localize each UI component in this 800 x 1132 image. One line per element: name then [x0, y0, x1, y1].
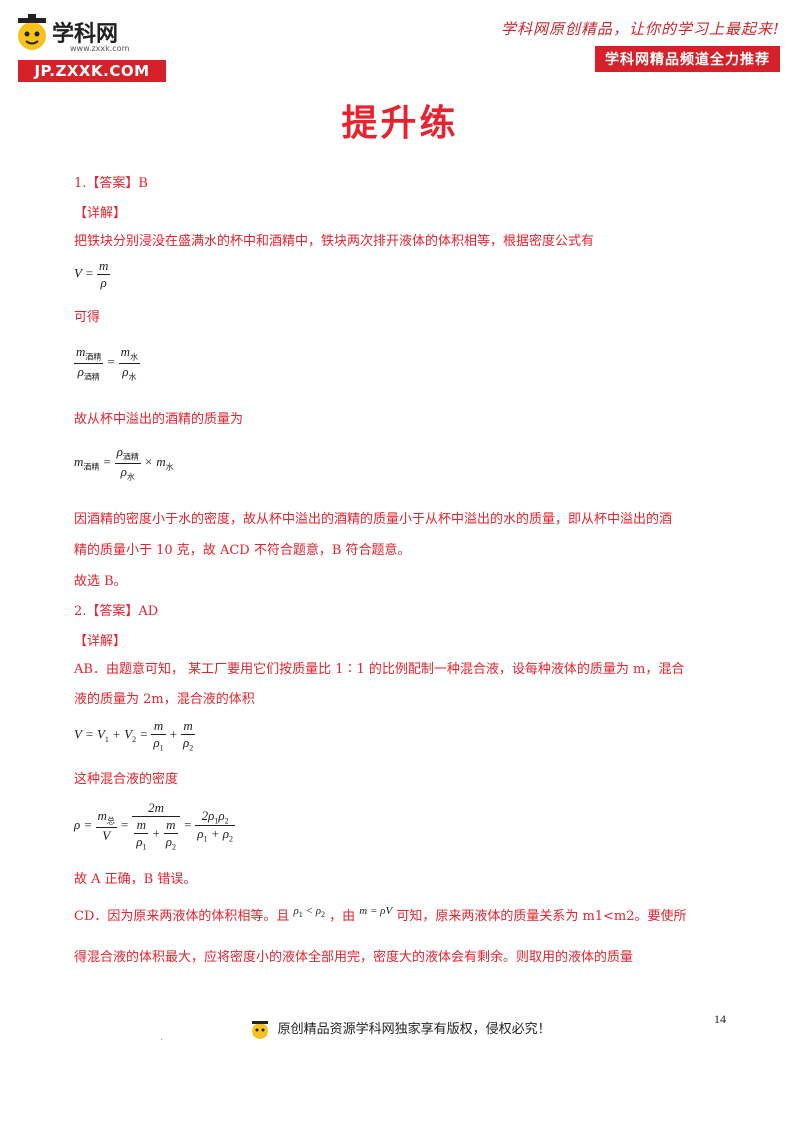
footer: 原创精品资源学科网独家享有版权，侵权必究！ — [0, 1018, 800, 1041]
q1-text-1: 把铁块分别浸没在盛满水的杯中和酒精中，铁块两次排开液体的体积相等，根据密度公式有 — [74, 234, 595, 249]
q1-detail-label: 【详解】 — [74, 206, 127, 221]
q1-text-2: 可得 — [74, 310, 101, 325]
q2-text-1: AB．由题意可知， 某工厂要用它们按质量比 1∶1 的比例配制一种混合液，设每种… — [74, 662, 685, 677]
mascot-icon — [252, 1020, 269, 1039]
footer-dot: . — [160, 1032, 164, 1043]
q1-text-6: 故选 B。 — [74, 574, 127, 589]
q2-text-2: 液的质量为 2m，混合液的体积 — [74, 692, 255, 707]
footer-copyright: 原创精品资源学科网独家享有版权，侵权必究！ — [277, 1022, 551, 1037]
q2-text-4: 故 A 正确，B 错误。 — [74, 872, 197, 887]
q1-text-5: 精的质量小于 10 克，故 ACD 不符合题意，B 符合题意。 — [74, 543, 411, 558]
header-slogan: 学科网原创精品，让你的学习上最起来! — [500, 20, 780, 38]
q2-text-3: 这种混合液的密度 — [74, 772, 179, 787]
logo-text: 学科网 — [52, 22, 119, 47]
site-logo: 学科网 www.zxxk.com JP.ZXXK.COM — [10, 14, 166, 82]
q1-text-4: 因酒精的密度小于水的密度，故从杯中溢出的酒精的质量小于从杯中溢出的水的质量，即从… — [74, 512, 673, 527]
mascot-icon — [18, 14, 46, 50]
q2-answer: 2.【答案】AD — [74, 604, 159, 619]
q2-text-5a: CD．因为原来两液体的体积相等。且 — [74, 909, 290, 924]
page-number: 14 — [714, 1012, 726, 1026]
q2-text-6: 得混合液的体积最大，应将密度小的液体全部用完，密度大的液体会有剩余。则取用的液体… — [74, 950, 634, 965]
q2-inline-mass-formula: m = ρV — [359, 905, 393, 917]
q2-detail-label: 【详解】 — [74, 634, 127, 649]
q1-text-3: 故从杯中溢出的酒精的质量为 — [74, 412, 244, 427]
q2-text-5b: ，由 — [329, 909, 356, 924]
logo-url: www.zxxk.com — [70, 44, 130, 53]
header-promo-badge: 学科网精品频道全力推荐 — [595, 46, 780, 72]
logo-bar: JP.ZXXK.COM — [18, 60, 166, 82]
q1-answer: 1.【答案】B — [74, 176, 148, 191]
q2-text-5: CD．因为原来两液体的体积相等。且 ρ1 < ρ2 ，由 m = ρV 可知，原… — [74, 905, 687, 925]
q2-inline-rho-compare: ρ1 < ρ2 — [293, 905, 325, 920]
q2-text-5c: 可知，原来两液体的质量关系为 m1<m2。要使所 — [396, 909, 687, 924]
page-title: 提升练 — [341, 102, 459, 144]
